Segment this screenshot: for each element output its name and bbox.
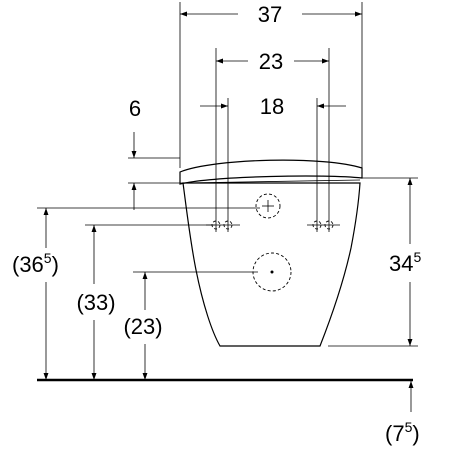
dim-label-365: (365) (12, 250, 59, 277)
dim-label-37: 37 (258, 2, 282, 27)
right-bolt-holes (307, 220, 340, 230)
dim-label-23: 23 (259, 49, 283, 74)
toilet-bowl-outline (182, 182, 361, 347)
dim-label-18: 18 (260, 94, 284, 119)
outlet-connection-circle (252, 252, 292, 292)
seat-lower-edge (183, 179, 361, 184)
dim-label-23-vertical: (23) (123, 314, 162, 339)
dim-label-75: (75) (385, 419, 420, 446)
dim-label-33: (33) (76, 290, 115, 315)
upper-connection-circle (255, 193, 281, 219)
dim-label-345: 345 (389, 249, 421, 276)
dim-label-6: 6 (129, 96, 141, 121)
